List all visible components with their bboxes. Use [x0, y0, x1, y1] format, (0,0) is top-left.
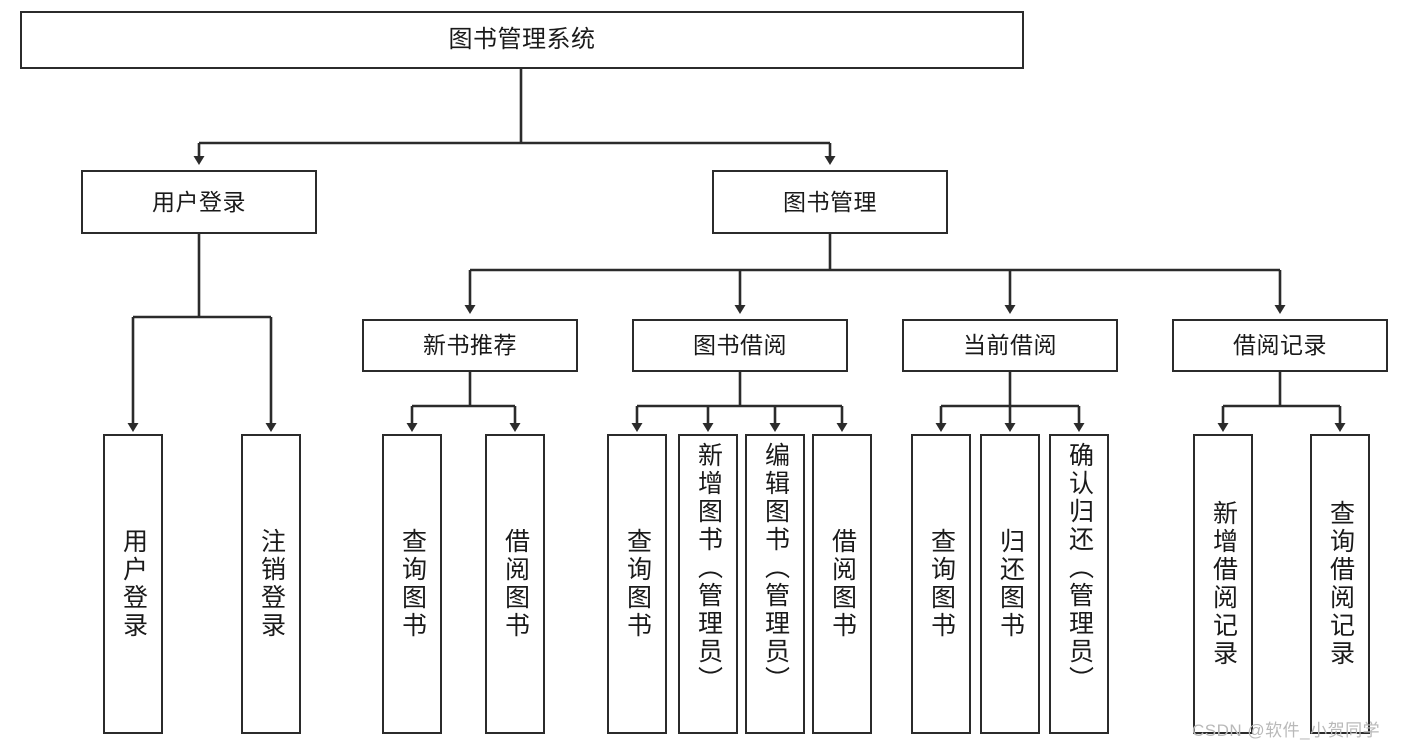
- leaf-user-login[interactable]: 用户登录: [103, 434, 163, 734]
- node-label: 新书推荐: [423, 332, 517, 359]
- node-label: 新增图书（管理员）: [694, 442, 723, 694]
- node-label: 当前借阅: [963, 332, 1057, 359]
- leaf-add-book-admin[interactable]: 新增图书（管理员）: [678, 434, 738, 734]
- node-label: 借阅图书: [501, 528, 530, 640]
- node-borrow-record[interactable]: 借阅记录: [1172, 319, 1388, 372]
- node-label: 查询借阅记录: [1326, 500, 1355, 668]
- node-label: 确认归还（管理员）: [1065, 442, 1094, 694]
- leaf-query-book-new-recommend[interactable]: 查询图书: [382, 434, 442, 734]
- node-book-borrow[interactable]: 图书借阅: [632, 319, 848, 372]
- node-current-borrow[interactable]: 当前借阅: [902, 319, 1118, 372]
- leaf-query-book-borrow[interactable]: 查询图书: [607, 434, 667, 734]
- leaf-query-book-current[interactable]: 查询图书: [911, 434, 971, 734]
- node-label: 图书管理: [783, 188, 877, 215]
- node-label: 归还图书: [996, 528, 1025, 640]
- node-label: 借阅记录: [1233, 332, 1327, 359]
- node-label: 编辑图书（管理员）: [761, 442, 790, 694]
- node-label: 借阅图书: [828, 528, 857, 640]
- leaf-edit-book-admin[interactable]: 编辑图书（管理员）: [745, 434, 805, 734]
- node-label: 图书借阅: [693, 332, 787, 359]
- leaf-borrow-book-borrow[interactable]: 借阅图书: [812, 434, 872, 734]
- node-book-management[interactable]: 图书管理: [712, 170, 948, 234]
- node-label: 注销登录: [257, 528, 286, 640]
- node-label: 查询图书: [398, 528, 427, 640]
- node-label: 查询图书: [927, 528, 956, 640]
- node-root-book-management-system[interactable]: 图书管理系统: [20, 11, 1024, 69]
- node-label: 图书管理系统: [448, 26, 596, 54]
- leaf-add-borrow-record[interactable]: 新增借阅记录: [1193, 434, 1253, 734]
- node-label: 查询图书: [623, 528, 652, 640]
- node-user-login[interactable]: 用户登录: [81, 170, 317, 234]
- watermark-text: CSDN @软件_小贺同学: [1192, 721, 1381, 740]
- node-label: 用户登录: [152, 188, 246, 215]
- leaf-return-book[interactable]: 归还图书: [980, 434, 1040, 734]
- leaf-borrow-book-new-recommend[interactable]: 借阅图书: [485, 434, 545, 734]
- leaf-user-logout[interactable]: 注销登录: [241, 434, 301, 734]
- node-new-book-recommend[interactable]: 新书推荐: [362, 319, 578, 372]
- node-label: 新增借阅记录: [1209, 500, 1238, 668]
- leaf-confirm-return-admin[interactable]: 确认归还（管理员）: [1049, 434, 1109, 734]
- node-label: 用户登录: [119, 528, 148, 640]
- leaf-query-borrow-record[interactable]: 查询借阅记录: [1310, 434, 1370, 734]
